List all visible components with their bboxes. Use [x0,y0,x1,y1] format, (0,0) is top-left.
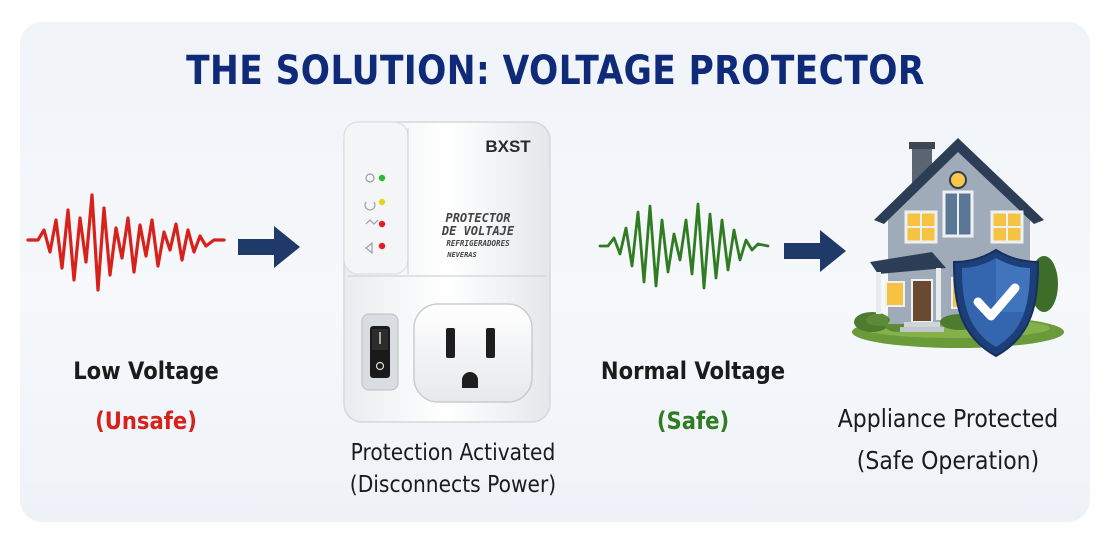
device-text-line4: NEVERAS [446,251,477,259]
protection-activated-label: Protection Activated [350,440,556,466]
low-voltage-label: Low Voltage [73,357,219,385]
device-text-line1: PROTECTOR [445,211,510,225]
arrow-right-icon [784,230,846,272]
arrow-right-icon [238,226,300,268]
page-title: THE SOLUTION: VOLTAGE PROTECTOR [186,48,925,94]
device-text-line2: DE VOLTAJE [441,224,515,238]
green-waveform-icon [598,202,770,290]
disconnects-power-label: (Disconnects Power) [349,472,557,498]
appliance-protected-label: Appliance Protected [837,404,1059,433]
device-brand: BXST [485,137,531,156]
device-text-line3: REFRIGERADORES [446,239,510,248]
red-waveform-icon [26,193,226,292]
safe-operation-label: (Safe Operation) [856,446,1040,475]
normal-voltage-label: Normal Voltage [600,357,786,385]
shield-check-icon [952,248,1040,358]
voltage-protector-device: BXST PROTECTOR DE VOLTAJE REFRIGERADORES… [343,121,551,423]
safe-status-label: (Safe) [656,407,730,435]
unsafe-status-label: (Unsafe) [95,407,197,435]
